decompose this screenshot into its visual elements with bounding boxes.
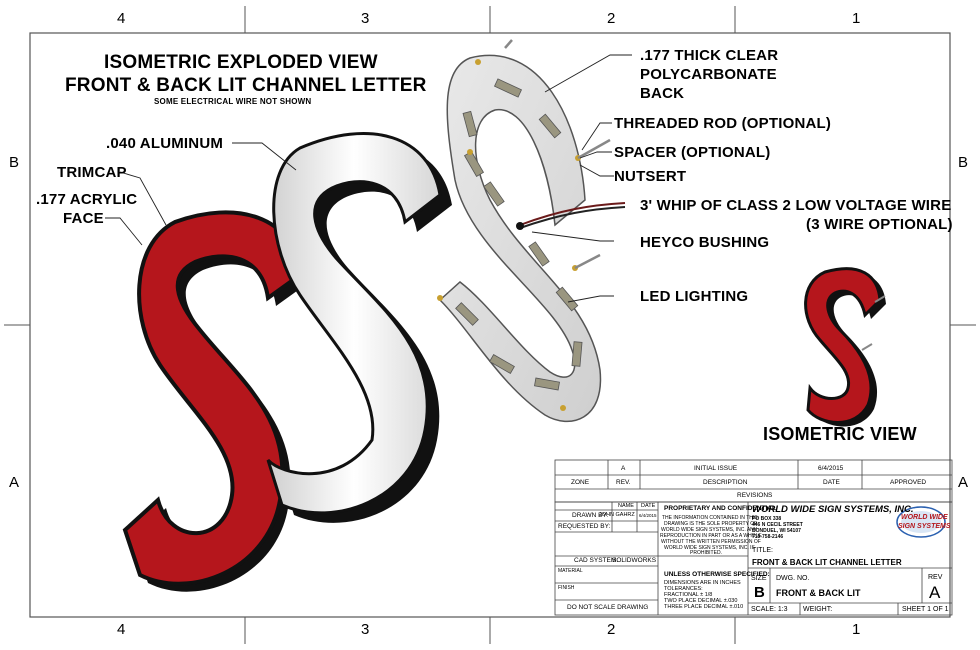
zone-left-b: B [9, 154, 20, 171]
revision-table [554, 459, 953, 503]
tb-size-label: SIZE [751, 575, 767, 582]
acrylic-face-letter [122, 210, 308, 592]
tb-cad: SOLIDWORKS [612, 557, 657, 564]
isometric-view-title: ISOMETRIC VIEW [763, 424, 917, 444]
tb-size: B [754, 584, 765, 601]
tb-name-header: NAME [618, 503, 634, 509]
callout-trimcap: TRIMCAP [57, 164, 127, 181]
threaded-rod [504, 39, 611, 270]
led-module-group [455, 78, 583, 391]
heyco-bushing [516, 222, 524, 230]
tb-finish-label: FINISH [558, 585, 575, 591]
tb-tol-line-5: THREE PLACE DECIMAL ±.010 [664, 604, 744, 610]
tb-title-label: TITLE: [752, 547, 774, 554]
polycarbonate-back [437, 39, 626, 423]
tb-logo-line-2: SIGN SYSTEMS [898, 523, 951, 530]
company-logo [896, 506, 946, 538]
rev-header-zone: ZONE [571, 479, 590, 486]
acrylic-face [122, 210, 303, 586]
zone-right-a: A [958, 474, 969, 491]
zone-bottom-4: 4 [117, 621, 126, 638]
tb-dwg-label: DWG. NO. [776, 575, 810, 582]
tb-prop-line-2: DRAWING IS THE SOLE PROPERTY OF [664, 521, 758, 527]
tb-company: WORLD WIDE SIGN SYSTEMS, INC. [752, 504, 914, 515]
aluminum-return-letter [266, 132, 452, 523]
rev-header-description: DESCRIPTION [703, 479, 748, 486]
zone-top-3: 3 [361, 10, 370, 27]
callout-back-2: POLYCARBONATE [640, 66, 777, 83]
rev-row-description: INITIAL ISSUE [694, 465, 738, 472]
tb-prop-line-1: THE INFORMATION CONTAINED IN THIS [662, 515, 758, 521]
rev-row-rev: A [621, 465, 626, 472]
tb-sheet: SHEET 1 OF 1 [902, 606, 949, 613]
rev-row-date: 6/4/2015 [818, 465, 844, 472]
tb-dwg: FRONT & BACK LIT [776, 588, 861, 598]
tb-cad-label: CAD SYSTEM: [574, 557, 619, 564]
tb-scale: SCALE: 1:3 [751, 606, 788, 613]
zone-left-a: A [9, 474, 20, 491]
tb-prop-line-6: WORLD WIDE SIGN SYSTEMS, INC. IS [664, 545, 755, 551]
tb-drawn-by: JOHN GAHRZ [599, 512, 635, 518]
callout-heyco-bushing: HEYCO BUSHING [640, 234, 770, 251]
sheet-border [4, 6, 976, 644]
callout-spacer: SPACER (OPTIONAL) [614, 144, 771, 161]
zone-bottom-1: 1 [852, 621, 861, 638]
callout-threaded-rod: THREADED ROD (OPTIONAL) [614, 115, 832, 132]
tb-tol-title: UNLESS OTHERWISE SPECIFIED: [664, 571, 770, 578]
tb-material-label: MATERIAL [558, 568, 583, 574]
callout-wire-1: 3' WHIP OF CLASS 2 LOW VOLTAGE WIRE [640, 197, 952, 214]
rev-header-rev: REV. [616, 479, 631, 486]
tb-tol-line-2: TOLERANCES: [664, 586, 703, 592]
tb-prop-line-5: WITHOUT THE WRITTEN PERMISSION OF [661, 539, 761, 545]
tb-drawn-by-label: DRAWN BY: [572, 512, 609, 519]
tb-logo-line-1: WORLD WIDE [901, 514, 948, 521]
callout-led: LED LIGHTING [640, 288, 749, 305]
zone-bottom-3: 3 [361, 621, 370, 638]
callout-face-1: .177 ACRYLIC [36, 191, 138, 208]
tb-address-1: PO BOX 338 [752, 516, 782, 522]
aluminum-return [266, 132, 442, 515]
title-line-1: ISOMETRIC EXPLODED VIEW [104, 52, 378, 73]
tb-tol-line-4: TWO PLACE DECIMAL ±.030 [664, 598, 738, 604]
title-note: SOME ELECTRICAL WIRE NOT SHOWN [154, 97, 312, 106]
rev-header-date: DATE [823, 479, 840, 486]
rev-header-approved: APPROVED [890, 479, 927, 486]
callout-back-3: BACK [640, 85, 685, 102]
callout-nutsert: NUTSERT [614, 168, 687, 185]
tb-rev-label: REV [928, 574, 943, 581]
tb-title-value: FRONT & BACK LIT CHANNEL LETTER [752, 558, 902, 567]
callout-wire-2: (3 WIRE OPTIONAL) [806, 216, 953, 233]
tb-address-2: 446 N CECIL STREET [752, 522, 803, 528]
rev-title: REVISIONS [737, 492, 773, 499]
tb-prop-line-4: REPRODUCTION IN PART OR AS A WHOLE [660, 533, 762, 539]
tb-address-4: 715-758-2146 [752, 534, 784, 540]
zone-top-2: 2 [607, 10, 616, 27]
tb-prop-title: PROPRIETARY AND CONFIDENTIAL [664, 505, 776, 512]
callout-back-1: .177 THICK CLEAR [640, 47, 779, 64]
tb-prop-line-3: WORLD WIDE SIGN SYSTEMS, INC. ANY [661, 527, 758, 533]
isometric-assembled-letter [804, 267, 886, 427]
callout-leaders [105, 54, 632, 303]
tb-prop-line-7: PROHIBITED. [690, 550, 722, 556]
callout-face-2: FACE [63, 210, 104, 227]
tb-rev: A [929, 583, 941, 602]
zone-bottom-2: 2 [607, 621, 616, 638]
tb-drawn-date: 6/4/2015 [639, 513, 657, 518]
tb-tol-line-1: DIMENSIONS ARE IN INCHES [664, 580, 741, 586]
zone-right-b: B [958, 154, 969, 171]
wire-whip [519, 202, 626, 229]
zone-top-4: 4 [117, 10, 126, 27]
tb-requested-by-label: REQUESTED BY: [558, 523, 611, 530]
tb-no-scale: DO NOT SCALE DRAWING [567, 604, 649, 611]
tb-date-header: DATE [641, 503, 656, 509]
callout-aluminum: .040 ALUMINUM [106, 135, 224, 152]
title-block-grid [554, 501, 953, 616]
tb-tol-line-3: FRACTIONAL ± 1/8 [664, 592, 713, 598]
title-line-2: FRONT & BACK LIT CHANNEL LETTER [65, 75, 427, 96]
tb-address-3: BONDUEL, WI 54107 [752, 528, 801, 534]
tb-weight: WEIGHT: [803, 606, 833, 613]
zone-top-1: 1 [852, 10, 861, 27]
